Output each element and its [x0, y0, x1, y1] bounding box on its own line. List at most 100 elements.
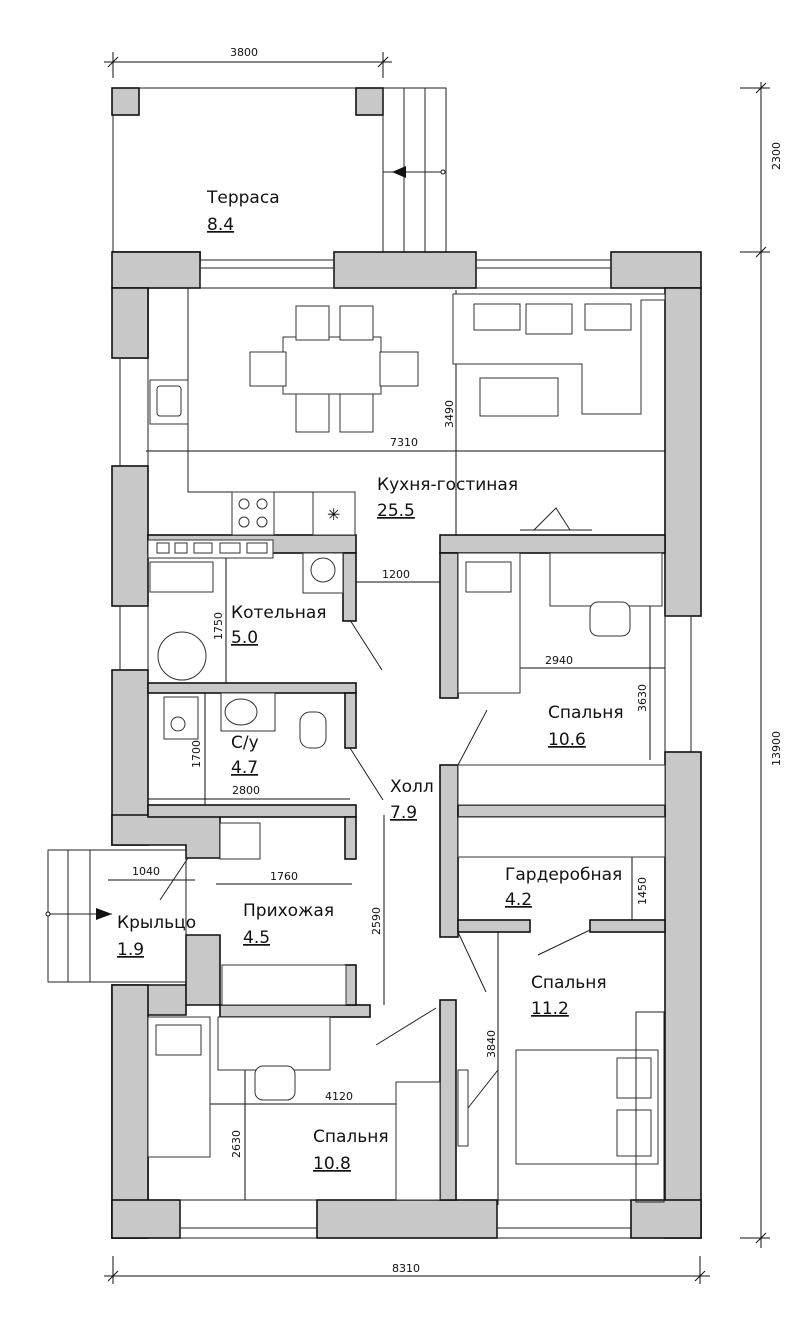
wall-bottom-1	[111, 1199, 181, 1239]
room-name-living: Кухня-гостиная	[377, 475, 518, 495]
wall-top-mid	[333, 251, 477, 289]
dim-porch-width: 1040	[132, 865, 160, 878]
fan-icon: ✳	[327, 505, 340, 524]
chair	[589, 601, 631, 637]
terrace-post-left	[111, 87, 140, 116]
dim-wardrobe-depth: 1450	[636, 877, 649, 905]
dim-terrace-depth: 2300	[770, 142, 783, 170]
porch-steps	[45, 849, 189, 983]
stove-icon	[231, 491, 275, 536]
room-name-wardrobe: Гардеробная	[505, 865, 622, 885]
wall-entry-right	[344, 816, 357, 860]
wall-left-1	[111, 287, 149, 359]
window-left-2	[119, 605, 149, 671]
window-left-1	[119, 357, 149, 467]
dim-bedroom3-width: 4120	[325, 1090, 353, 1103]
wall-bed3-bed2	[439, 999, 457, 1201]
room-name-boiler: Котельная	[231, 603, 326, 623]
window-top-2	[475, 259, 612, 289]
dim-living-depth: 3490	[443, 400, 456, 428]
wall-boiler-bath	[147, 682, 357, 694]
room-area-entry: 4.5	[243, 928, 270, 948]
dim-total-height: 13900	[770, 731, 783, 766]
dim-total-width: 8310	[392, 1262, 420, 1275]
dim-bedroom3-depth: 2630	[230, 1130, 243, 1158]
room-area-boiler: 5.0	[231, 628, 258, 648]
wall-living-bed1	[439, 534, 666, 554]
entry-wardrobe	[221, 964, 347, 1006]
chair	[339, 393, 374, 433]
dim-bedroom1-depth: 3630	[636, 684, 649, 712]
room-area-terrace: 8.4	[207, 215, 234, 235]
wall-left-porch-top	[111, 814, 221, 859]
dim-living-width: 7310	[390, 436, 418, 449]
room-area-bedroom2: 11.2	[531, 999, 569, 1019]
wall-top-left-seg	[111, 251, 201, 289]
boiler-tank	[157, 631, 207, 681]
room-labels: Терраса 8.4 Кухня-гостиная 25.5 Котельна…	[117, 188, 624, 1174]
room-name-entry: Прихожая	[243, 901, 334, 921]
room-area-hall: 7.9	[390, 803, 417, 823]
wall-bottom-2	[316, 1199, 498, 1239]
wall-wardrobe-bottom-1	[457, 919, 531, 933]
room-name-terrace: Терраса	[206, 188, 280, 208]
wall-boiler-right	[342, 552, 357, 622]
wall-entry-closet	[344, 964, 357, 1006]
room-name-bedroom1: Спальня	[548, 703, 624, 723]
coffee-table	[479, 377, 559, 417]
wall-bed1-left	[439, 552, 459, 699]
furniture: ✳	[45, 288, 666, 1203]
chair	[379, 351, 419, 387]
wall-right-2	[664, 751, 702, 1239]
wardrobe-bed3	[395, 1081, 441, 1201]
shoe-rack	[219, 822, 261, 860]
chair	[295, 305, 330, 341]
chair	[249, 351, 287, 387]
terrace-steps	[382, 87, 447, 253]
window-top-1	[199, 259, 335, 289]
dim-hall-door: 1200	[382, 568, 410, 581]
chair	[295, 393, 330, 433]
entry-arrow-icon	[392, 166, 406, 178]
dim-bedroom2-depth: 3840	[485, 1030, 498, 1058]
room-name-bath: С/у	[231, 733, 259, 753]
wall-right-1	[664, 287, 702, 617]
wall-wardrobe-bottom-2	[589, 919, 666, 933]
fridge	[312, 491, 356, 536]
dim-bath-depth: 1700	[190, 740, 203, 768]
room-area-bedroom1: 10.6	[548, 730, 586, 750]
dim-terrace-width: 3800	[230, 46, 258, 59]
window-bottom-1	[179, 1199, 318, 1239]
room-name-bedroom3: Спальня	[313, 1127, 389, 1147]
room-area-bath: 4.7	[231, 758, 258, 778]
room-area-wardrobe: 4.2	[505, 890, 532, 910]
wall-bottom-3	[630, 1199, 702, 1239]
wall-bath-right	[344, 692, 357, 749]
window-bottom-2	[496, 1199, 632, 1239]
dimension-labels: 3800 2300 3490 7310 1200 1750 2940 3630 …	[132, 46, 783, 1275]
chair	[339, 305, 374, 341]
wall-left-4	[111, 984, 149, 1239]
dim-bath-width: 2800	[232, 784, 260, 797]
desk	[549, 552, 663, 607]
desk-2	[217, 1016, 331, 1071]
dim-boiler-depth: 1750	[212, 612, 225, 640]
terrace-post-right	[355, 87, 384, 116]
wardrobe-bed1	[457, 764, 666, 806]
wall-left-2	[111, 465, 149, 607]
room-name-porch: Крыльцо	[117, 913, 196, 933]
walls	[111, 251, 702, 1239]
wall-entry-bottom	[219, 1004, 371, 1018]
chair	[254, 1065, 296, 1101]
wardrobe-rack	[457, 816, 666, 858]
room-name-bedroom2: Спальня	[531, 973, 607, 993]
entry-arrow-icon	[96, 908, 112, 920]
dining-table	[282, 336, 382, 395]
room-area-porch: 1.9	[117, 940, 144, 960]
room-area-bedroom3: 10.8	[313, 1154, 351, 1174]
room-name-hall: Холл	[390, 777, 434, 797]
terrace	[111, 87, 447, 253]
wall-hall-right	[439, 764, 459, 938]
dim-entry-width: 1760	[270, 870, 298, 883]
